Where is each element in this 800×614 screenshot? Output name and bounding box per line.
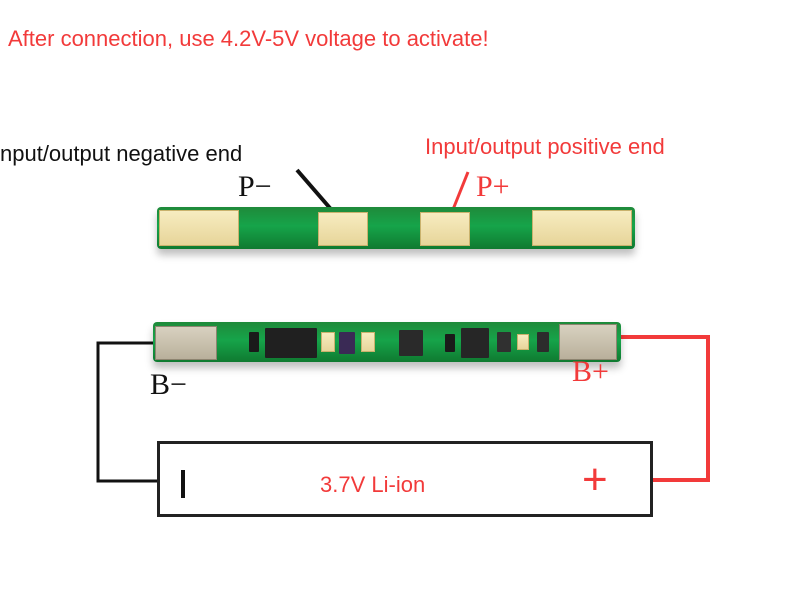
ic-chip-3 <box>399 330 423 356</box>
ic-chip-6 <box>497 332 511 352</box>
battery-negative-terminal-icon <box>181 470 185 498</box>
ic-chip-5 <box>461 328 489 358</box>
negative-end-label: nput/output negative end <box>0 141 243 166</box>
pad-b-minus <box>155 326 217 360</box>
led-indicator <box>339 332 355 354</box>
ic-chip-4 <box>445 334 455 352</box>
ic-chip-1 <box>249 332 259 352</box>
ic-chip-2 <box>265 328 317 358</box>
pcb-bottom <box>153 322 621 362</box>
battery-cell <box>157 441 653 517</box>
positive-end-label: Input/output positive end <box>425 134 665 159</box>
solder-pad-1 <box>321 332 335 352</box>
negative-wire <box>96 341 157 483</box>
headline: After connection, use 4.2V-5V voltage to… <box>8 26 489 51</box>
pin-label-b-plus: B+ <box>572 355 609 388</box>
pad-right <box>532 210 632 246</box>
solder-pad-2 <box>361 332 375 352</box>
pad-p-minus <box>318 212 368 246</box>
p-plus-leader-line <box>450 171 470 213</box>
pin-label-p-plus: P+ <box>476 170 510 203</box>
battery-label: 3.7V Li-ion <box>320 472 426 497</box>
battery-positive-terminal-icon: + <box>582 455 608 504</box>
ic-chip-7 <box>537 332 549 352</box>
pad-b-plus <box>559 324 617 360</box>
pad-left <box>159 210 239 246</box>
solder-pad-3 <box>517 334 529 350</box>
pin-label-b-minus: B− <box>150 368 187 401</box>
positive-wire <box>621 335 710 482</box>
pin-label-p-minus: P− <box>238 170 272 203</box>
pcb-top <box>157 207 635 249</box>
pad-p-plus <box>420 212 470 246</box>
